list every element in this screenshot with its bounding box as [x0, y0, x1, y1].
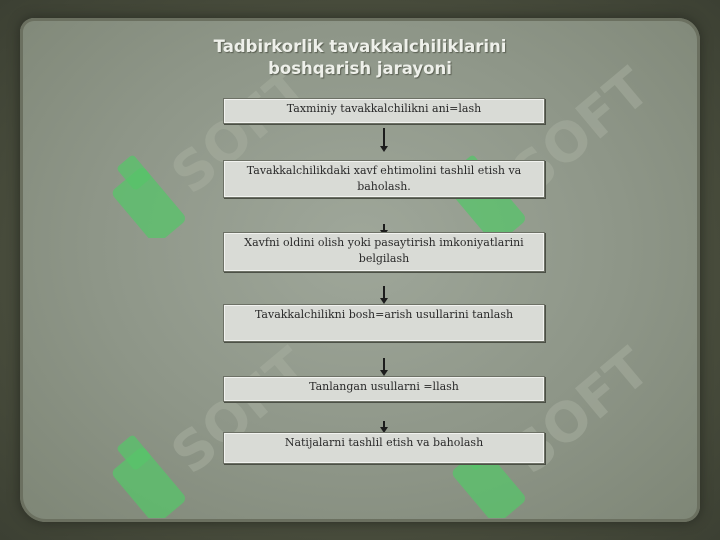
watermark-bottom-left: SOFT — [112, 338, 322, 518]
arrow-5 — [380, 421, 388, 433]
step-box-2: Tavakkalchilikdaki xavf ehtimolini tashl… — [223, 160, 545, 198]
watermark-top-right: SOFT — [452, 58, 662, 238]
arrow-3 — [380, 286, 388, 304]
watermark-bottom-right: SOFT — [452, 338, 662, 518]
step-box-1: Taxminiy tavakkalchilikni ani=lash — [223, 98, 545, 124]
step-box-3: Xavfni oldini olish yoki pasaytirish imk… — [223, 232, 545, 272]
arrow-2 — [380, 224, 388, 236]
diagram-title: Tadbirkorlik tavakkalchiliklarini boshqa… — [200, 36, 520, 80]
slide: SOFT SOFT SOFT SOFT Tadbirkorlik tavakka… — [20, 18, 700, 522]
title-line-1: Tadbirkorlik tavakkalchiliklarini — [213, 37, 507, 56]
step-box-5: Tanlangan usullarni =llash — [223, 376, 545, 402]
title-line-2: boshqarish jarayoni — [268, 59, 452, 78]
step-box-4: Tavakkalchilikni bosh=arish usullarini t… — [223, 304, 545, 342]
step-box-6: Natijalarni tashlil etish va baholash — [223, 432, 545, 464]
watermark-top-left: SOFT — [112, 58, 322, 238]
arrow-4 — [380, 358, 388, 376]
arrow-1 — [380, 128, 388, 152]
